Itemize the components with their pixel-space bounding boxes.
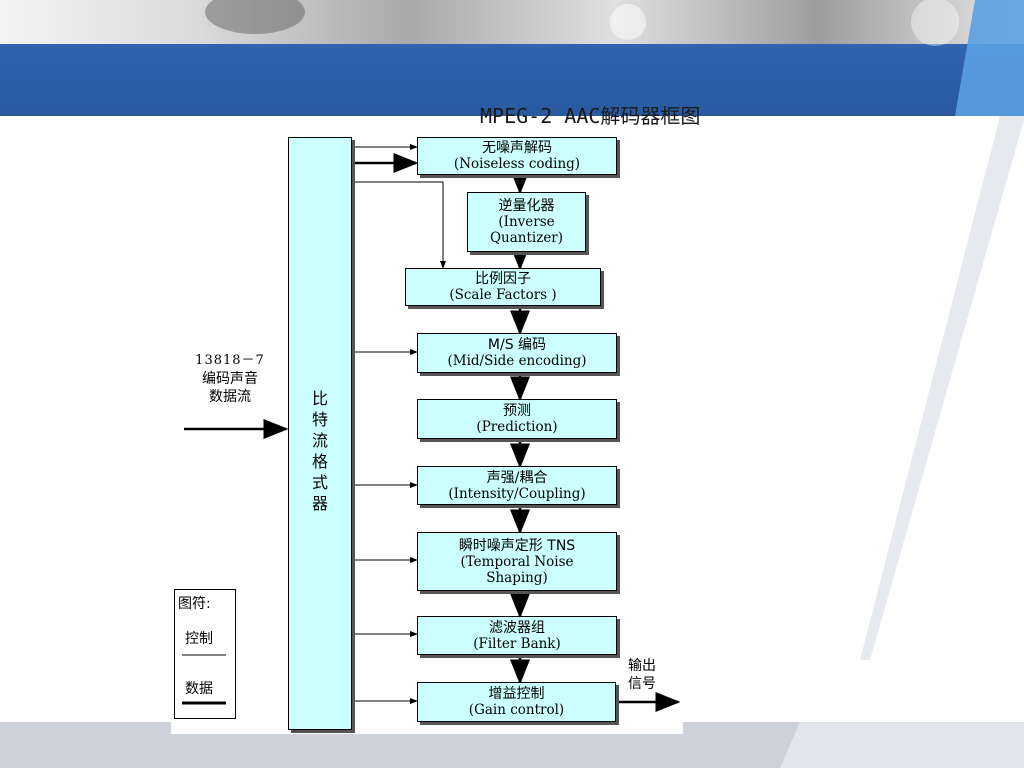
legend-title: 图符: [178, 596, 211, 612]
input-label-line2: 编码声音 [202, 371, 258, 387]
bitstream-formatter-label: 比 特 流 格 式 器 [311, 389, 328, 513]
bitstream-formatter: 比 特 流 格 式 器 [288, 137, 352, 730]
block-filter-bank: 滤波器组 (Filter Bank) [417, 616, 617, 655]
header-gradient [0, 0, 1024, 46]
block-intensity-coupling: 声强/耦合 (Intensity/Coupling) [417, 466, 617, 505]
block-prediction: 预测 (Prediction) [417, 399, 617, 439]
block-en-label: (Temporal Noise [460, 553, 574, 570]
block-en-label: (Prediction) [476, 419, 558, 435]
block-cn-label: 声强/耦合 [486, 469, 548, 486]
block-gain-control: 增益控制 (Gain control) [417, 682, 616, 722]
legend-control-label: 控制 [185, 631, 213, 647]
block-scale-factors: 比例因子 (Scale Factors ) [405, 268, 601, 306]
legend-data-label: 数据 [185, 681, 213, 697]
block-mid-side: M/S 编码 (Mid/Side encoding) [417, 333, 617, 373]
block-cn-label: 无噪声解码 [482, 140, 552, 156]
output-label-line2: 信号 [628, 676, 656, 692]
block-en-label: (Mid/Side encoding) [447, 353, 587, 369]
header-band [0, 44, 1024, 116]
input-label: 13818－7 编码声音 数据流 [185, 352, 275, 406]
block-en-label: (Intensity/Coupling) [448, 485, 586, 502]
block-cn-label: 滤波器组 [489, 619, 545, 636]
input-label-line1: 13818－7 [195, 353, 265, 368]
block-cn-label: 逆量化器 [498, 198, 555, 214]
block-en-label: (Gain control) [468, 702, 565, 718]
block-en-label-2: Shaping) [486, 569, 548, 586]
block-cn-label: 预测 [503, 403, 531, 419]
block-cn-label: 比例因子 [475, 271, 531, 287]
block-cn-label: 瞬时噪声定形 TNS [458, 537, 576, 554]
block-en-label: (Scale Factors ) [449, 287, 557, 303]
block-en-label-2: Quantizer) [489, 230, 564, 246]
output-label-line1: 输出 [628, 658, 656, 674]
block-cn-label: M/S 编码 [487, 337, 547, 353]
block-en-label: (Noiseless coding) [453, 156, 581, 172]
control-arrow [352, 181, 446, 269]
input-label-line3: 数据流 [209, 389, 251, 405]
block-inverse-quantizer: 逆量化器 (Inverse Quantizer) [467, 192, 586, 252]
block-en-label: (Filter Bank) [473, 635, 561, 652]
diagram-title: MPEG-2 AAC解码器框图 [480, 104, 701, 128]
block-cn-label: 增益控制 [488, 686, 545, 702]
block-noiseless-coding: 无噪声解码 (Noiseless coding) [417, 137, 617, 175]
output-label: 输出 信号 [628, 657, 678, 693]
block-en-label: (Inverse [498, 214, 555, 230]
legend: 图符: 控制 数据 [174, 589, 236, 719]
block-tns: 瞬时噪声定形 TNS (Temporal Noise Shaping) [417, 532, 617, 591]
